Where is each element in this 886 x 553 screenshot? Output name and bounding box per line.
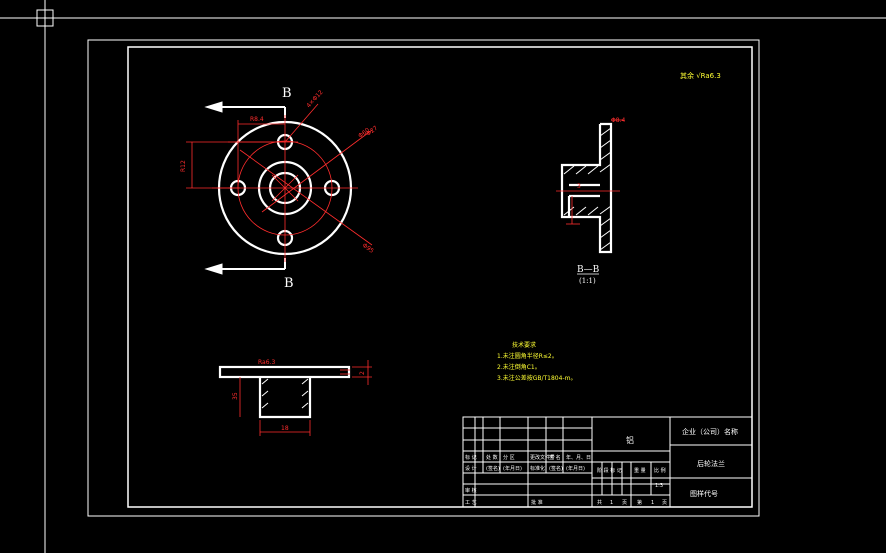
bottom-hatch [261, 378, 309, 409]
dim-bottom-height: 35 [232, 392, 239, 400]
title-block-grid [462, 416, 753, 508]
tech-item-1: 1.未注圆角半径R≤2。 [497, 352, 558, 360]
svg-text:(签名): (签名) [486, 465, 500, 472]
tech-item-2: 2.未注倒角C1。 [497, 363, 541, 371]
design-row: 设 计 (签名) (年月日) 标准化 (签名) (年月日) [465, 465, 585, 472]
sheet-count: 共 1 页 第 1 页 [597, 499, 667, 506]
stage-row: 阶 段 标 记 重 量 比 例 [597, 467, 666, 474]
svg-text:阶 段 标 记: 阶 段 标 记 [597, 467, 622, 474]
section-label-bottom: B [284, 276, 294, 291]
svg-text:1: 1 [651, 500, 654, 506]
process-label: 工 艺 [465, 500, 477, 506]
section-arrow-bottom [204, 258, 286, 275]
section-view-bb[interactable]: Φ8.4 3 B—B (1:1) [556, 117, 625, 285]
svg-text:设 计: 设 计 [465, 465, 477, 472]
section-arrow-top [204, 101, 286, 118]
inner-border [127, 46, 753, 508]
svg-text:标准化: 标准化 [530, 465, 545, 472]
section-hatch [563, 127, 612, 251]
bottom-dim-lines [239, 360, 372, 436]
svg-text:年、月、日: 年、月、日 [566, 454, 591, 461]
svg-text:共: 共 [597, 499, 602, 506]
section-dim-lines [556, 119, 624, 225]
dim-section-hole: Φ8.4 [611, 117, 625, 124]
drawing-number: 图样代号 [690, 489, 718, 498]
svg-text:1: 1 [610, 500, 613, 506]
bottom-outline [218, 365, 351, 419]
tech-requirements: 技术要求 1.未注圆角半径R≤2。 2.未注倒角C1。 3.未注公差按GB/T1… [497, 341, 576, 382]
section-outline [560, 122, 613, 254]
revision-row: 标 记 处 数 分 区 更改文件号 签 名 年、月、日 [465, 454, 591, 461]
svg-text:处 数: 处 数 [486, 454, 498, 461]
company-name: 企业（公司）名称 [682, 427, 738, 436]
svg-text:比 例: 比 例 [654, 467, 666, 474]
tech-item-3: 3.未注公差按GB/T1804-m。 [497, 374, 576, 382]
section-scale: (1:1) [579, 277, 596, 285]
section-title: B—B [577, 265, 600, 275]
title-block[interactable]: 铝 企业（公司）名称 后轮法兰 图样代号 标 记 处 数 分 区 更改文件号 签… [462, 416, 753, 508]
svg-text:第: 第 [637, 499, 642, 506]
drawing-frame [87, 39, 760, 517]
front-centerlines [186, 103, 373, 262]
scale-value: 1:3 [655, 483, 663, 489]
svg-text:更改文件号: 更改文件号 [530, 454, 555, 461]
dim-flange-dia: Φ95 [361, 242, 375, 255]
svg-text:(签名): (签名) [549, 465, 563, 472]
dim-bolt-holes: 4×Φ12 [305, 89, 325, 110]
outer-border [87, 39, 760, 517]
svg-text:页: 页 [662, 500, 667, 506]
tech-title: 技术要求 [512, 341, 536, 349]
svg-text:页: 页 [622, 500, 627, 506]
dim-hole-offset: R8.4 [250, 116, 264, 123]
dim-section-depth: 3 [577, 183, 581, 190]
svg-text:(年月日): (年月日) [566, 465, 585, 472]
approve-label: 批 准 [531, 499, 543, 506]
svg-text:分 区: 分 区 [503, 454, 515, 461]
material: 铝 [626, 435, 634, 445]
bottom-view[interactable]: Ra6.3 18 35 2 [218, 359, 372, 436]
roughness-note: 其余 √Ra6.3 [680, 71, 721, 80]
svg-text:(年月日): (年月日) [503, 465, 522, 472]
dim-bore: Φ27 [365, 125, 379, 138]
dim-bottom-width: 18 [281, 425, 289, 432]
section-label-top: B [282, 86, 292, 101]
review-label: 审 核 [465, 487, 477, 494]
svg-text:标 记: 标 记 [465, 454, 477, 461]
svg-text:重 量: 重 量 [634, 467, 646, 474]
dim-bottom-roughness: Ra6.3 [258, 359, 275, 366]
front-view[interactable]: B B [180, 86, 379, 291]
dim-bottom-thickness: 2 [359, 371, 366, 375]
svg-text:签 名: 签 名 [549, 454, 561, 461]
dim-vertical-offset: R12 [180, 160, 187, 172]
part-name: 后轮法兰 [697, 459, 725, 468]
